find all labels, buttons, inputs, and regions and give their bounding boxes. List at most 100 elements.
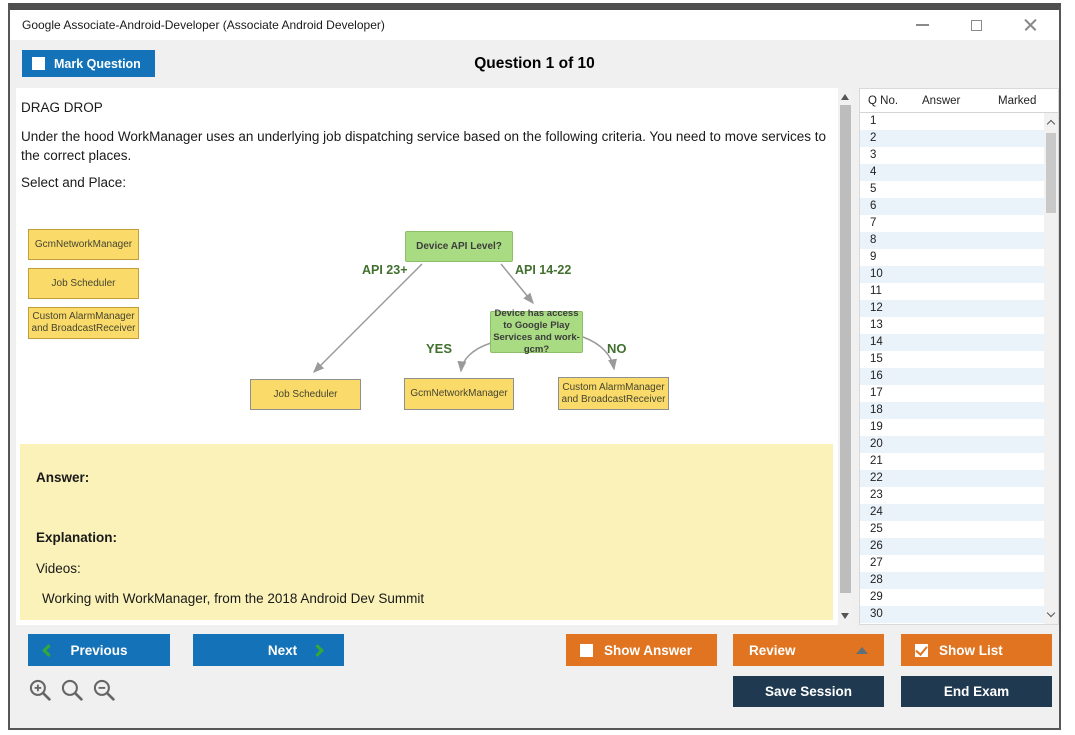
question-number: 24 <box>870 506 883 518</box>
previous-button[interactable]: Previous <box>28 634 170 666</box>
question-row[interactable]: 21 <box>860 453 1044 470</box>
question-number: 7 <box>870 217 877 229</box>
question-number: 16 <box>870 370 883 382</box>
target-custom-alarmmanager[interactable]: Custom AlarmManager and BroadcastReceive… <box>558 377 669 410</box>
show-list-button[interactable]: Show List <box>901 634 1052 666</box>
list-scroll-down-icon[interactable] <box>1046 608 1056 618</box>
minimize-icon[interactable] <box>916 24 929 26</box>
explanation-label: Explanation: <box>36 530 118 545</box>
question-row[interactable]: 15 <box>860 351 1044 368</box>
question-row[interactable]: 29 <box>860 589 1044 606</box>
end-exam-button[interactable]: End Exam <box>901 676 1052 707</box>
list-scroll-up-icon[interactable] <box>1046 119 1056 129</box>
window-title: Google Associate-Android-Developer (Asso… <box>22 18 385 32</box>
question-row[interactable]: 27 <box>860 555 1044 572</box>
mark-question-checkbox[interactable] <box>32 57 45 70</box>
question-number: 2 <box>870 132 877 144</box>
zoom-out-icon[interactable] <box>92 678 117 703</box>
app-window: Google Associate-Android-Developer (Asso… <box>8 3 1061 730</box>
question-row[interactable]: 8 <box>860 232 1044 249</box>
show-list-label: Show List <box>939 642 1003 658</box>
question-number: 20 <box>870 438 883 450</box>
content-scrollbar-thumb[interactable] <box>840 105 851 593</box>
question-row[interactable]: 14 <box>860 334 1044 351</box>
flowchart-diagram: GcmNetworkManager Job Scheduler Custom A… <box>21 221 711 421</box>
zoom-reset-icon[interactable] <box>60 678 85 703</box>
next-label: Next <box>267 642 298 658</box>
question-number: 14 <box>870 336 883 348</box>
window-controls <box>916 10 1037 40</box>
question-number: 5 <box>870 183 877 195</box>
question-row[interactable]: 19 <box>860 419 1044 436</box>
question-row[interactable]: 1 <box>860 113 1044 130</box>
question-number: 27 <box>870 557 883 569</box>
branch-label-yes: YES <box>426 341 453 356</box>
drag-item-gcmnetworkmanager[interactable]: GcmNetworkManager <box>28 229 139 260</box>
videos-label: Videos: <box>36 561 81 576</box>
scroll-down-icon[interactable] <box>841 613 849 619</box>
question-number: 21 <box>870 455 883 467</box>
mark-question-button[interactable]: Mark Question <box>22 50 155 77</box>
decision-google-play-services: Device has access to Google Play Service… <box>490 308 583 355</box>
question-row[interactable]: 6 <box>860 198 1044 215</box>
question-row[interactable]: 24 <box>860 504 1044 521</box>
question-row[interactable]: 4 <box>860 164 1044 181</box>
question-number: 30 <box>870 608 883 620</box>
question-row[interactable]: 23 <box>860 487 1044 504</box>
question-row[interactable]: 3 <box>860 147 1044 164</box>
zoom-in-icon[interactable] <box>28 678 53 703</box>
show-answer-button[interactable]: Show Answer <box>566 634 717 666</box>
question-row[interactable]: 2 <box>860 130 1044 147</box>
review-label: Review <box>749 642 796 658</box>
video-title: Working with WorkManager, from the 2018 … <box>42 591 425 606</box>
question-number: 29 <box>870 591 883 603</box>
question-row[interactable]: 30 <box>860 606 1044 623</box>
mark-question-label: Mark Question <box>54 56 141 71</box>
question-row[interactable]: 7 <box>860 215 1044 232</box>
question-row[interactable]: 25 <box>860 521 1044 538</box>
answer-label: Answer: <box>36 470 90 485</box>
question-number: 4 <box>870 166 877 178</box>
question-row[interactable]: 17 <box>860 385 1044 402</box>
show-list-checkbox[interactable] <box>915 643 928 657</box>
triangle-up-icon <box>856 647 868 654</box>
question-row[interactable]: 12 <box>860 300 1044 317</box>
question-number: 13 <box>870 319 883 331</box>
target-gcmnetworkmanager[interactable]: GcmNetworkManager <box>404 378 514 410</box>
answer-panel: Answer: Explanation: Videos: Working wit… <box>20 444 833 620</box>
question-row[interactable]: 22 <box>860 470 1044 487</box>
maximize-icon[interactable] <box>971 19 982 31</box>
question-row[interactable]: 13 <box>860 317 1044 334</box>
content-scrollbar[interactable] <box>838 88 853 625</box>
question-text: Under the hood WorkManager uses an under… <box>21 129 826 163</box>
close-icon[interactable] <box>1024 18 1037 32</box>
review-button[interactable]: Review <box>733 634 884 666</box>
question-number: 28 <box>870 574 883 586</box>
next-button[interactable]: Next <box>193 634 344 666</box>
question-row[interactable]: 18 <box>860 402 1044 419</box>
column-answer: Answer <box>922 95 961 107</box>
question-list-header: Q No. Answer Marked <box>860 89 1058 113</box>
question-row[interactable]: 5 <box>860 181 1044 198</box>
question-row[interactable]: 16 <box>860 368 1044 385</box>
question-row[interactable]: 10 <box>860 266 1044 283</box>
question-list-scrollbar[interactable] <box>1044 113 1058 624</box>
question-number: 19 <box>870 421 883 433</box>
target-job-scheduler[interactable]: Job Scheduler <box>250 379 361 410</box>
previous-label: Previous <box>70 642 128 658</box>
list-scrollbar-thumb[interactable] <box>1046 133 1056 213</box>
question-row[interactable]: 20 <box>860 436 1044 453</box>
decision-device-api-level: Device API Level? <box>405 231 513 262</box>
question-row[interactable]: 26 <box>860 538 1044 555</box>
question-number: 15 <box>870 353 883 365</box>
scroll-up-icon[interactable] <box>841 94 849 100</box>
question-row[interactable]: 28 <box>860 572 1044 589</box>
show-answer-checkbox[interactable] <box>580 643 593 657</box>
question-row[interactable]: 11 <box>860 283 1044 300</box>
drag-item-custom-alarmmanager[interactable]: Custom AlarmManager and BroadcastReceive… <box>28 307 139 339</box>
branch-label-api14-22: API 14-22 <box>515 263 572 277</box>
question-row[interactable]: 9 <box>860 249 1044 266</box>
end-exam-label: End Exam <box>943 684 1010 699</box>
save-session-button[interactable]: Save Session <box>733 676 884 707</box>
drag-item-job-scheduler[interactable]: Job Scheduler <box>28 268 139 299</box>
